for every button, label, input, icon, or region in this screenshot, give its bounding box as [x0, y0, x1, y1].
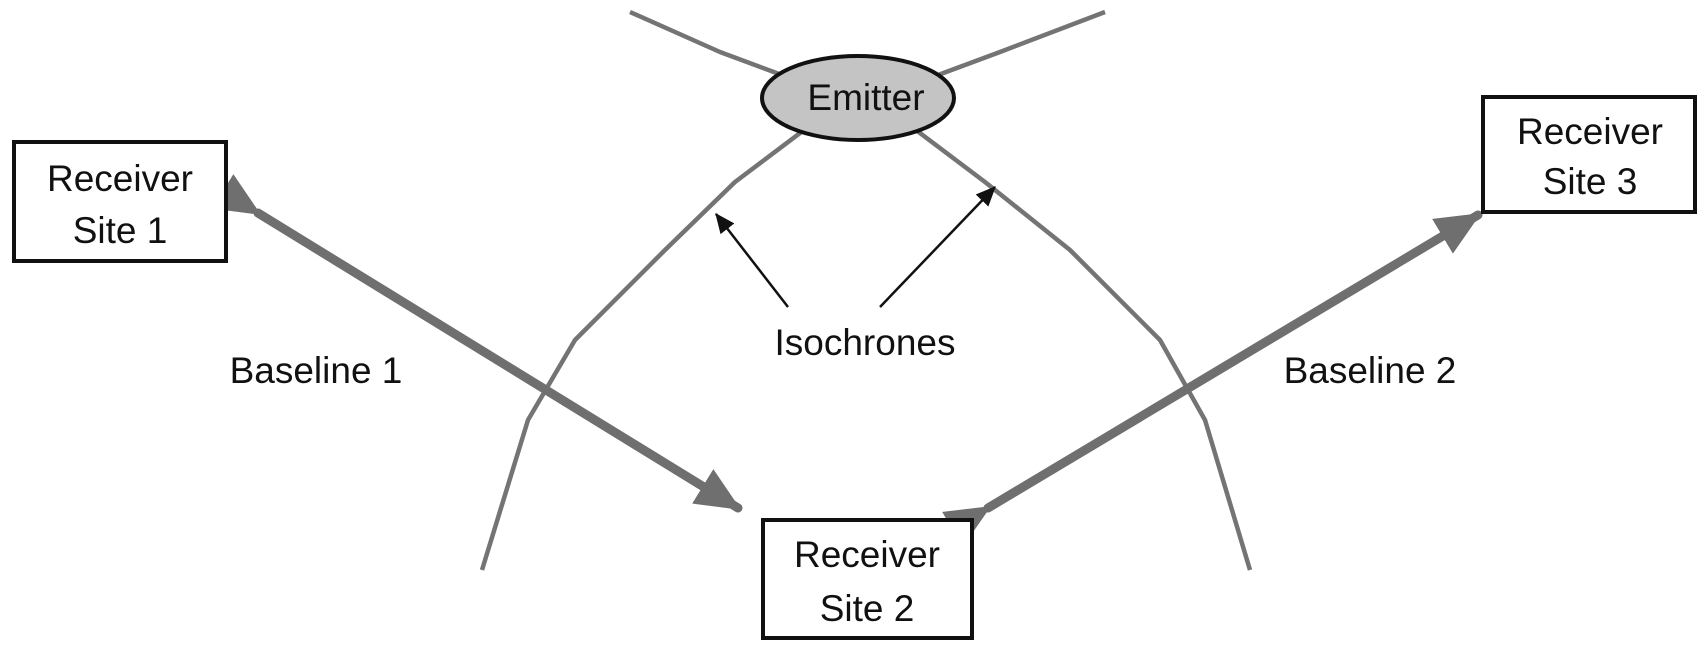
receiver-site-3: Receiver Site 3 [1481, 95, 1697, 214]
baseline-2-arrow [942, 210, 1483, 547]
baseline-2-label: Baseline 2 [1284, 350, 1457, 391]
receiver-site-3-box [1481, 95, 1697, 214]
receiver-site-2-box [761, 518, 974, 640]
receiver-site-2: Receiver Site 2 [761, 518, 974, 640]
emitter-ellipse [760, 54, 956, 142]
emitter-label: Emitter [807, 77, 924, 118]
baseline-1-label: Baseline 1 [230, 350, 403, 391]
isochrone-pointer-right [879, 186, 996, 308]
receiver-site-3-line2: Site 3 [1543, 161, 1638, 202]
isochrone-pointer-left [715, 213, 789, 308]
isochrones-label: Isochrones [775, 322, 956, 363]
receiver-site-1-line1: Receiver [47, 158, 193, 199]
receiver-site-1-box [12, 140, 228, 263]
receiver-site-1: Receiver Site 1 [12, 140, 228, 263]
baseline-1-arrow [212, 174, 743, 513]
receiver-site-2-line2: Site 2 [820, 588, 915, 629]
receiver-site-2-line1: Receiver [794, 534, 940, 575]
receiver-site-1-line2: Site 1 [73, 210, 168, 251]
receiver-site-3-line1: Receiver [1517, 111, 1663, 152]
